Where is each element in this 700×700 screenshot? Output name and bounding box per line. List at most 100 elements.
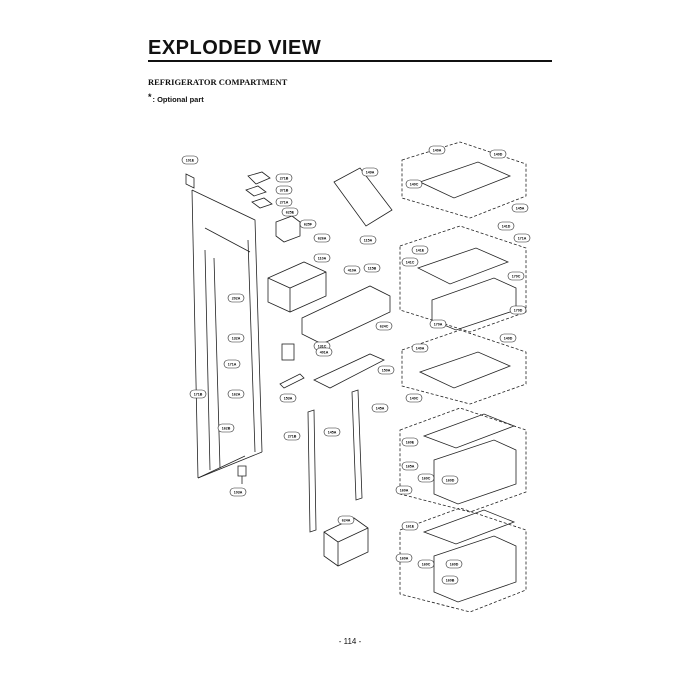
part-101e-bracket: [185, 173, 195, 189]
part-label-text: 103A: [234, 490, 243, 494]
part-second-shelf-glass: [416, 247, 510, 285]
part-label-162b: 162B: [217, 423, 235, 433]
part-label-101e: 101E: [181, 155, 199, 165]
optional-part-note: *: Optional part: [148, 92, 204, 104]
part-third-shelf-glass: [418, 351, 512, 389]
part-label-bubble: [227, 333, 245, 343]
part-label-160c-b: 160C: [417, 559, 435, 569]
part-label-bubble: [513, 233, 531, 243]
part-label-bubble: [401, 521, 419, 531]
part-label-text: 110A: [318, 256, 327, 260]
part-label-bubble: [395, 485, 413, 495]
part-label-text: 141E: [416, 248, 425, 252]
part-150a-tray: [313, 353, 385, 389]
part-label-bubble: [313, 233, 331, 243]
part-label-text: 145A: [516, 206, 525, 210]
part-label-text: 149A: [366, 170, 375, 174]
part-label-bubble: [275, 197, 293, 207]
cabinet-liner: [191, 189, 263, 479]
page-number: - 114 -: [338, 637, 362, 646]
part-271b-hinge: [247, 171, 271, 185]
part-label-text: 202A: [232, 296, 241, 300]
part-label-bubble: [441, 475, 459, 485]
part-upper-crisper-drawer: [433, 439, 517, 505]
part-label-text: 131C: [318, 344, 327, 348]
part-label-bubble: [429, 319, 447, 329]
part-label-625e: 625E: [281, 207, 299, 217]
part-label-bubble: [375, 321, 393, 331]
part-label-165a: 165A: [401, 461, 419, 471]
part-label-171a-l: 171A: [223, 359, 241, 369]
part-label-text: 271B: [288, 434, 297, 438]
part-label-bubble: [401, 461, 419, 471]
part-153a-guide: [279, 373, 305, 389]
optional-part-text: : Optional part: [152, 95, 204, 104]
part-label-bubble: [411, 245, 429, 255]
part-label-text: 625F: [304, 222, 313, 226]
part-label-bubble: [489, 149, 507, 159]
part-label-bubble: [275, 185, 293, 195]
part-label-bubble: [509, 305, 527, 315]
part-label-141d: 141D: [497, 221, 515, 231]
part-label-160a: 160A: [395, 485, 413, 495]
part-103a-bolt: [237, 465, 247, 484]
part-271a-hinge: [251, 197, 273, 209]
part-label-text: 160D: [450, 562, 459, 566]
part-label-202a: 202A: [227, 293, 245, 303]
optional-star-mark: *: [148, 92, 152, 102]
part-label-170c: 170C: [507, 271, 525, 281]
part-label-271b-top: 271B: [275, 173, 293, 183]
part-label-text: 115A: [364, 238, 373, 242]
part-label-text: 161E: [406, 524, 415, 528]
part-624a-box: [323, 517, 369, 567]
part-label-626a: 626A: [313, 233, 331, 243]
group-second-shelf-outline: [399, 225, 527, 333]
part-label-text: 410A: [348, 268, 357, 272]
part-label-bubble: [223, 359, 241, 369]
part-label-bubble: [361, 167, 379, 177]
part-115a-cover: [301, 285, 391, 345]
part-label-text: 371B: [280, 188, 289, 192]
part-label-bubble: [417, 559, 435, 569]
part-label-170a: 170A: [429, 319, 447, 329]
part-label-145a: 145A: [371, 403, 389, 413]
part-label-text: 140C: [410, 182, 419, 186]
part-label-bubble: [343, 265, 361, 275]
part-label-text: 101E: [186, 158, 195, 162]
part-label-141e: 141E: [411, 245, 429, 255]
part-label-149a: 149A: [361, 167, 379, 177]
part-label-bubble: [227, 293, 245, 303]
part-label-140c-top: 140C: [405, 179, 423, 189]
part-145a-post-left: [307, 409, 317, 533]
part-label-bubble: [497, 221, 515, 231]
part-label-text: 624C: [380, 324, 389, 328]
part-label-text: 160B: [446, 578, 455, 582]
part-label-bubble: [377, 365, 395, 375]
part-label-132a: 132A: [227, 333, 245, 343]
part-label-bubble: [359, 235, 377, 245]
part-label-160a-b: 160A: [395, 553, 413, 563]
part-label-140a-top: 140A: [428, 145, 446, 155]
part-label-text: 140C: [410, 396, 419, 400]
part-label-bubble: [405, 179, 423, 189]
part-label-170d: 170D: [509, 305, 527, 315]
part-label-140d-mid: 140D: [499, 333, 517, 343]
part-label-162a: 162A: [227, 389, 245, 399]
title-rule: [148, 60, 552, 62]
part-label-text: 624A: [342, 518, 351, 522]
part-label-text: 160A: [400, 556, 409, 560]
part-label-150a: 150A: [377, 365, 395, 375]
part-label-145a-r: 145A: [511, 203, 529, 213]
part-label-bubble: [511, 203, 529, 213]
part-label-bubble: [275, 173, 293, 183]
part-label-bubble: [323, 427, 341, 437]
part-label-bubble: [405, 393, 423, 403]
part-label-text: 150A: [382, 368, 391, 372]
part-label-text: 141D: [502, 224, 511, 228]
part-lower-crisper-cover: [422, 509, 516, 545]
part-label-624c: 624C: [375, 321, 393, 331]
part-label-text: 145A: [328, 430, 337, 434]
part-label-text: 271B: [280, 176, 289, 180]
part-label-bubble: [283, 431, 301, 441]
